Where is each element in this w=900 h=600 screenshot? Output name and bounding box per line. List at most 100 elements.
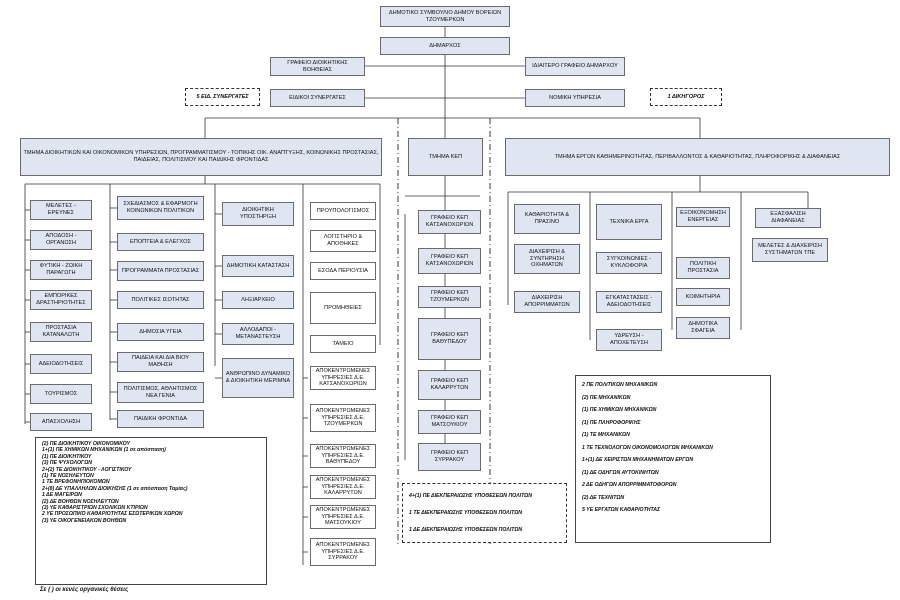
works-unit-label: ΤΕΧΝΙΚΑ ΕΡΓΑ xyxy=(609,218,649,225)
special-advisors-label: ΕΙΔΙΚΟΙ ΣΥΝΕΡΓΑΤΕΣ xyxy=(289,94,346,101)
kep-office-label: ΓΡΑΦΕΙΟ ΚΕΠ ΚΑΤΣΑΝΟΧΩΡΙΩΝ xyxy=(425,254,474,267)
works-unit-label: ΚΑΘΑΡΙΟΤΗΤΑ & ΠΡΑΣΙΝΟ xyxy=(524,212,570,225)
admin-unit-box: ΦΥΤΙΚΗ - ΖΩΙΚΗ ΠΑΡΑΓΩΓΗ xyxy=(30,260,92,280)
works-unit-box: ΜΕΛΕΤΕΣ & ΔΙΑΧΕΙΡΙΣΗ ΣΥΣΤΗΜΑΤΩΝ ΤΠΕ xyxy=(752,238,828,262)
decentralized-unit-box: ΑΠΟΚΕΝΤΡΩΜΕΝΕΣ ΥΠΗΡΕΣΙΕΣ Δ.Ε. ΣΥΡΡΑΚΟΥ xyxy=(310,538,376,566)
finance-unit-box: ΤΑΜΕΙΟ xyxy=(310,335,376,353)
kep-office-box: ΓΡΑΦΕΙΟ ΚΕΠ ΤΖΟΥΜΕΡΚΩΝ xyxy=(418,286,481,308)
decentralized-unit-box: ΑΠΟΚΕΝΤΡΩΜΕΝΕΣ ΥΠΗΡΕΣΙΕΣ Δ.Ε. ΜΑΤΣΟΥΚΙΟΥ xyxy=(310,505,376,529)
admin-unit-box: ΑΔΕΙΟΔΟΤΗΣΕΙΣ xyxy=(30,354,92,374)
admin-staff-legend: (2) ΠΕ ΔΙΟΙΚΗΤΙΚΟΥ ΟΙΚΟΝΟΜΙΚΟΥ 1+(1) ΠΕ … xyxy=(35,437,267,585)
works-unit-label: ΕΞΟΙΚΟΝΟΜΗΣΗ ΕΝΕΡΓΕΙΑΣ xyxy=(680,210,726,223)
works-unit-label: ΔΗΜΟΤΙΚΑ ΣΦΑΓΕΙΑ xyxy=(688,321,718,334)
admin-office-box: ΓΡΑΦΕΙΟ ΔΙΟΙΚΗΤΙΚΗΣ ΒΟΗΘΕΙΑΣ xyxy=(270,57,365,76)
private-office-box: ΙΔΙΑΙΤΕΡΟ ΓΡΑΦΕΙΟ ΔΗΜΑΡΧΟΥ xyxy=(525,57,625,76)
works-unit-label: ΔΙΑΧΕΙΡΙΣΗ ΑΠΟΡΡΙΜΜΑΤΩΝ xyxy=(524,295,570,308)
legend-line: (2) ΔΕ ΒΟΗΘΩΝ ΝΟΣΗΛΕΥΤΩΝ xyxy=(42,498,119,505)
finance-unit-label: ΕΣΟΔΑ ΠΕΡΙΟΥΣΙΑ xyxy=(318,267,368,274)
admin-unit-label: ΜΕΛΕΤΕΣ - ΕΡΕΥΝΕΣ xyxy=(46,203,76,216)
legend-line: (1) ΠΕ ΠΛΗΡΟΦΟΡΙΚΗΣ xyxy=(582,419,641,426)
admin-unit-label: ΑΠΑΣΧΟΛΗΣΗ xyxy=(41,418,81,425)
social-unit-box: ΕΠΟΠΤΕΙΑ & ΕΛΕΓΧΟΣ xyxy=(117,233,204,251)
legend-line: 2 ΔΕ ΟΔΗΓΩΝ ΑΠΟΡΡΙΜΜΑΤΟΦΟΡΩΝ xyxy=(582,482,677,488)
legend-line: (2) ΔΕ ΤΕΧΝΙΤΩΝ xyxy=(582,494,625,501)
works-department-box: ΤΜΗΜΑ ΕΡΓΩΝ ΚΑΘΗΜΕΡΙΝΟΤΗΤΑΣ, ΠΕΡΙΒΑΛΛΟΝΤ… xyxy=(505,138,890,176)
decentralized-unit-box: ΑΠΟΚΕΝΤΡΩΜΕΝΕΣ ΥΠΗΡΕΣΙΕΣ Δ.Ε. ΚΑΛΑΡΡΥΤΩΝ xyxy=(310,475,376,499)
admin-unit-box: ΕΜΠΟΡΙΚΕΣ ΔΡΑΣΤΗΡΙΟΤΗΤΕΣ xyxy=(30,290,92,310)
kep-office-box: ΓΡΑΦΕΙΟ ΚΕΠ ΚΑΤΣΑΝΟΧΩΡΙΩΝ xyxy=(418,248,481,274)
special-advisors-box: ΕΙΔΙΚΟΙ ΣΥΝΕΡΓΑΤΕΣ xyxy=(270,89,365,107)
advisors-count-box: 5 ΕΙΔ. ΣΥΝΕΡΓΑΤΕΣ xyxy=(185,88,260,106)
legend-line: 1 ΤΕ ΤΕΧΝΟΛΟΓΩΝ ΟΙΚΟΝΟΜΟΛΟΓΩΝ ΜΗΧΑΝΙΚΩΝ xyxy=(582,444,713,451)
legend-line: 1 ΔΕ ΔΙΕΚΠΕΡΑΙΩΣΗΣ ΥΠΟΘΕΣΕΩΝ ΠΟΛΙΤΩΝ xyxy=(409,527,523,533)
decentralized-unit-label: ΑΠΟΚΕΝΤΡΩΜΕΝΕΣ ΥΠΗΡΕΣΙΕΣ Δ.Ε. ΤΖΟΥΜΕΡΚΩΝ xyxy=(315,408,371,428)
admin-unit-label: ΕΜΠΟΡΙΚΕΣ ΔΡΑΣΤΗΡΙΟΤΗΤΕΣ xyxy=(36,293,86,306)
admin-unit-box: ΠΡΟΣΤΑΣΙΑ ΚΑΤΑΝΑΛΩΤΗ xyxy=(30,322,92,342)
social-unit-label: ΠΟΛΙΤΙΚΕΣ ΙΣΟΤΗΤΑΣ xyxy=(131,296,190,303)
social-unit-label: ΠΑΙΔΙΚΗ ΦΡΟΝΤΙΔΑ xyxy=(134,415,187,422)
decentralized-unit-box: ΑΠΟΚΕΝΤΡΩΜΕΝΕΣ ΥΠΗΡΕΣΙΕΣ Δ.Ε. ΤΖΟΥΜΕΡΚΩΝ xyxy=(310,404,376,432)
works-unit-box: ΚΑΘΑΡΙΟΤΗΤΑ & ΠΡΑΣΙΝΟ xyxy=(514,204,580,234)
finance-unit-label: ΤΑΜΕΙΟ xyxy=(332,340,354,347)
legend-line: 1 ΤΕ ΒΡΕΦΟΝΗΠΙΟΚΟΜΩΝ xyxy=(42,479,110,486)
finance-unit-box: ΛΟΓΙΣΤΗΡΙΟ & ΑΠΟΘΗΚΕΣ xyxy=(310,230,376,252)
kep-office-box: ΓΡΑΦΕΙΟ ΚΕΠ ΣΥΡΡΑΚΟΥ xyxy=(418,443,481,471)
works-unit-box: ΕΞΑΣΦΑΛΙΣΗ ΔΙΑΦΑΝΕΙΑΣ xyxy=(755,208,821,228)
social-unit-label: ΔΗΜΟΣΙΑ ΥΓΕΙΑ xyxy=(139,328,182,335)
support-unit-label: ΔΙΟΙΚΗΤΙΚΗ ΥΠΟΣΤΗΡΙΞΗ xyxy=(240,207,276,220)
social-unit-label: ΠΟΛΙΤΙΣΜΟΣ, ΑΘΛΗΤΙΣΜΟΣ ΝΕΑ ΓΕΝΙΑ xyxy=(123,385,198,399)
legend-line: (2) ΠΕ ΜΗΧΑΝΙΚΩΝ xyxy=(582,394,631,401)
footnote: Σε ( ) οι κενές οργανικές θέσεις xyxy=(40,587,129,593)
legend-line: (2) ΠΕ ΔΙΟΙΚΗΤΙΚΟΥ ΟΙΚΟΝΟΜΙΚΟΥ xyxy=(42,441,130,447)
admin-office-label: ΓΡΑΦΕΙΟ ΔΙΟΙΚΗΤΙΚΗΣ ΒΟΗΘΕΙΑΣ xyxy=(287,59,348,73)
admin-unit-box: ΜΕΛΕΤΕΣ - ΕΡΕΥΝΕΣ xyxy=(30,200,92,220)
finance-unit-box: ΠΡΟΥΠΟΛΟΓΙΣΜΟΣ xyxy=(310,202,376,220)
finance-unit-label: ΛΟΓΙΣΤΗΡΙΟ & ΑΠΟΘΗΚΕΣ xyxy=(323,234,363,247)
works-unit-box: ΤΕΧΝΙΚΑ ΕΡΓΑ xyxy=(596,204,662,240)
lawyer-count-label: 1 ΔΙΚΗΓΟΡΟΣ xyxy=(667,93,705,100)
social-unit-box: ΠΡΟΓΡΑΜΜΑΤΑ ΠΡΟΣΤΑΣΙΑΣ xyxy=(117,261,204,281)
legal-service-label: ΝΟΜΙΚΗ ΥΠΗΡΕΣΙΑ xyxy=(549,94,601,101)
works-unit-label: ΔΙΑΧΕΙΡΙΣΗ & ΣΥΝΤΗΡΗΣΗ ΟΧΗΜΑΤΩΝ xyxy=(528,249,566,269)
works-unit-box: ΚΟΙΜΗΤΗΡΙΑ xyxy=(676,288,730,306)
legend-line: (1) ΔΕ ΟΔΗΓΩΝ ΑΥΤΟΚΙΝΗΤΩΝ xyxy=(582,469,659,476)
support-unit-box: ΑΝΘΡΩΠΙΝΟ ΔΥΝΑΜΙΚΟ & ΔΙΟΙΚΗΤΙΚΗ ΜΕΡΙΜΝΑ xyxy=(222,358,294,398)
legend-line: 2+(8) ΔΕ ΥΠΑΛΛΗΛΩΝ ΔΙΟΙΚΗΣΗΣ (1 σε απόσπ… xyxy=(42,485,188,492)
works-unit-label: ΜΕΛΕΤΕΣ & ΔΙΑΧΕΙΡΙΣΗ ΣΥΣΤΗΜΑΤΩΝ ΤΠΕ xyxy=(758,243,822,256)
legend-line: (3) ΥΕ ΟΙΚΟΓΕΝΕΙΑΚΩΝ ΒΟΗΘΩΝ xyxy=(42,517,127,524)
finance-unit-label: ΠΡΟΥΠΟΛΟΓΙΣΜΟΣ xyxy=(316,207,370,214)
kep-office-label: ΓΡΑΦΕΙΟ ΚΕΠ ΜΑΤΣΟΥΚΙΟΥ xyxy=(430,415,469,428)
kep-office-label: ΓΡΑΦΕΙΟ ΚΕΠ ΒΑΘΥΠΕΔΟΥ xyxy=(430,332,469,345)
admin-department-label: ΤΜΗΜΑ ΔΙΟΙΚΗΤΙΚΩΝ ΚΑΙ ΟΙΚΟΝΟΜΙΚΩΝ ΥΠΗΡΕΣ… xyxy=(23,150,379,163)
kep-office-label: ΓΡΑΦΕΙΟ ΚΕΠ ΣΥΡΡΑΚΟΥ xyxy=(430,450,469,463)
legend-line: 1 ΔΕ ΜΑΓΕΙΡΩΝ xyxy=(42,492,82,499)
legend-line: (3) ΥΕ ΚΑΘΑΡΙΣΤΡΙΩΝ ΣΧΟΛΙΚΩΝ ΚΤΙΡΙΩΝ xyxy=(42,505,148,512)
kep-office-box: ΓΡΑΦΕΙΟ ΚΕΠ ΚΑΤΣΑΝΟΧΩΡΙΩΝ xyxy=(418,210,481,234)
works-staff-legend: 2 ΠΕ ΠΟΛΙΤΙΚΩΝ ΜΗΧΑΝΙΚΩΝ (2) ΠΕ ΜΗΧΑΝΙΚΩ… xyxy=(575,375,771,543)
support-unit-label: ΑΝΘΡΩΠΙΝΟ ΔΥΝΑΜΙΚΟ & ΔΙΟΙΚΗΤΙΚΗ ΜΕΡΙΜΝΑ xyxy=(225,371,291,384)
legend-line: 2 ΥΕ ΠΡΟΣΩΠΙΚΟ ΚΑΘΑΡΙΟΤΗΤΑΣ ΕΣΩΤΕΡΙΚΩΝ Χ… xyxy=(42,511,183,518)
works-unit-box: ΥΔΡΕΥΣΗ - ΑΠΟΧΕΤΕΥΣΗ xyxy=(596,329,662,351)
admin-unit-box: ΤΟΥΡΙΣΜΟΣ xyxy=(30,384,92,404)
support-unit-label: ΑΛΛΟΔΑΠΟΙ - ΜΕΤΑΝΑΣΤΕΥΣΗ xyxy=(235,327,281,340)
legal-service-box: ΝΟΜΙΚΗ ΥΠΗΡΕΣΙΑ xyxy=(525,89,625,107)
works-unit-label: ΕΞΑΣΦΑΛΙΣΗ ΔΙΑΦΑΝΕΙΑΣ xyxy=(770,211,806,224)
lawyer-count-box: 1 ΔΙΚΗΓΟΡΟΣ xyxy=(650,88,722,106)
support-unit-box: ΔΙΟΙΚΗΤΙΚΗ ΥΠΟΣΤΗΡΙΞΗ xyxy=(222,202,294,226)
legend-line: 1+(1) ΔΕ ΧΕΙΡΙΣΤΩΝ ΜΗΧΑΝΗΜΑΤΩΝ ΕΡΓΩΝ xyxy=(582,457,694,463)
private-office-label: ΙΔΙΑΙΤΕΡΟ ΓΡΑΦΕΙΟ ΔΗΜΑΡΧΟΥ xyxy=(532,63,618,70)
decentralized-unit-label: ΑΠΟΚΕΝΤΡΩΜΕΝΕΣ ΥΠΗΡΕΣΙΕΣ Δ.Ε. ΣΥΡΡΑΚΟΥ xyxy=(315,542,371,562)
decentralized-unit-label: ΑΠΟΚΕΝΤΡΩΜΕΝΕΣ ΥΠΗΡΕΣΙΕΣ Δ.Ε. ΚΑΤΣΑΝΟΧΩΡ… xyxy=(315,368,371,388)
finance-unit-box: ΠΡΟΜΗΘΕΙΕΣ xyxy=(310,292,376,324)
legend-line: (1) ΠΕ ΔΙΟΙΚΗΤΙΚΟΥ xyxy=(42,453,92,460)
legend-line: (1) ΤΕ ΜΗΧΑΝΙΚΩΝ xyxy=(582,432,630,438)
legend-line: (1) ΤΕ ΝΟΣΗΛΕΥΤΩΝ xyxy=(42,473,94,480)
finance-unit-label: ΠΡΟΜΗΘΕΙΕΣ xyxy=(324,304,362,311)
kep-department-box: ΤΜΗΜΑ ΚΕΠ xyxy=(408,138,483,176)
decentralized-unit-box: ΑΠΟΚΕΝΤΡΩΜΕΝΕΣ ΥΠΗΡΕΣΙΕΣ Δ.Ε. ΚΑΤΣΑΝΟΧΩΡ… xyxy=(310,366,376,390)
legend-line: 4+(1) ΠΕ ΔΙΕΚΠΕΡΑΙΩΣΗΣ ΥΠΟΘΕΣΕΩΝ ΠΟΛΙΤΩΝ xyxy=(409,493,532,499)
mayor-label: ΔΗΜΑΡΧΟΣ xyxy=(429,42,461,49)
social-unit-label: ΣΧΕΔΙΑΣΜΟΣ & ΕΦΑΡΜΟΓΗ ΚΟΙΝΩΝΙΚΩΝ ΠΟΛΙΤΙΚ… xyxy=(123,201,198,214)
kep-department-label: ΤΜΗΜΑ ΚΕΠ xyxy=(428,153,463,160)
